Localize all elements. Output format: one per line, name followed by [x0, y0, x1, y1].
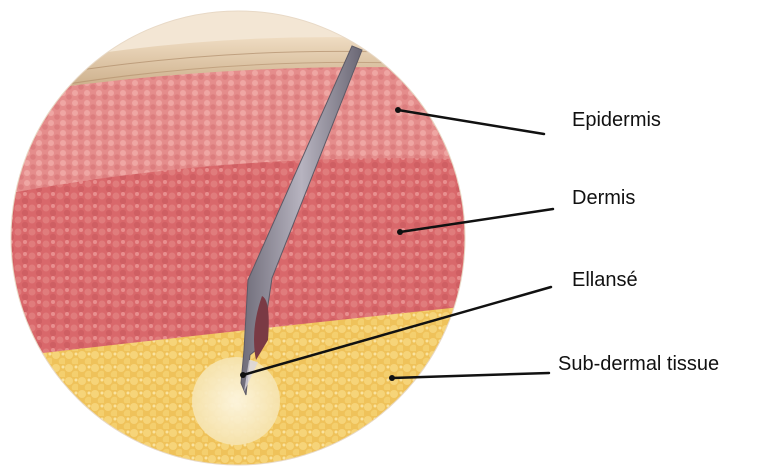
- label-dermis: Dermis: [572, 187, 635, 210]
- ellanse-deposit: [192, 357, 280, 445]
- label-ellanse: Ellansé: [572, 269, 638, 292]
- label-epidermis: Epidermis: [572, 109, 661, 132]
- label-subdermal-tissue: Sub-dermal tissue: [558, 353, 719, 376]
